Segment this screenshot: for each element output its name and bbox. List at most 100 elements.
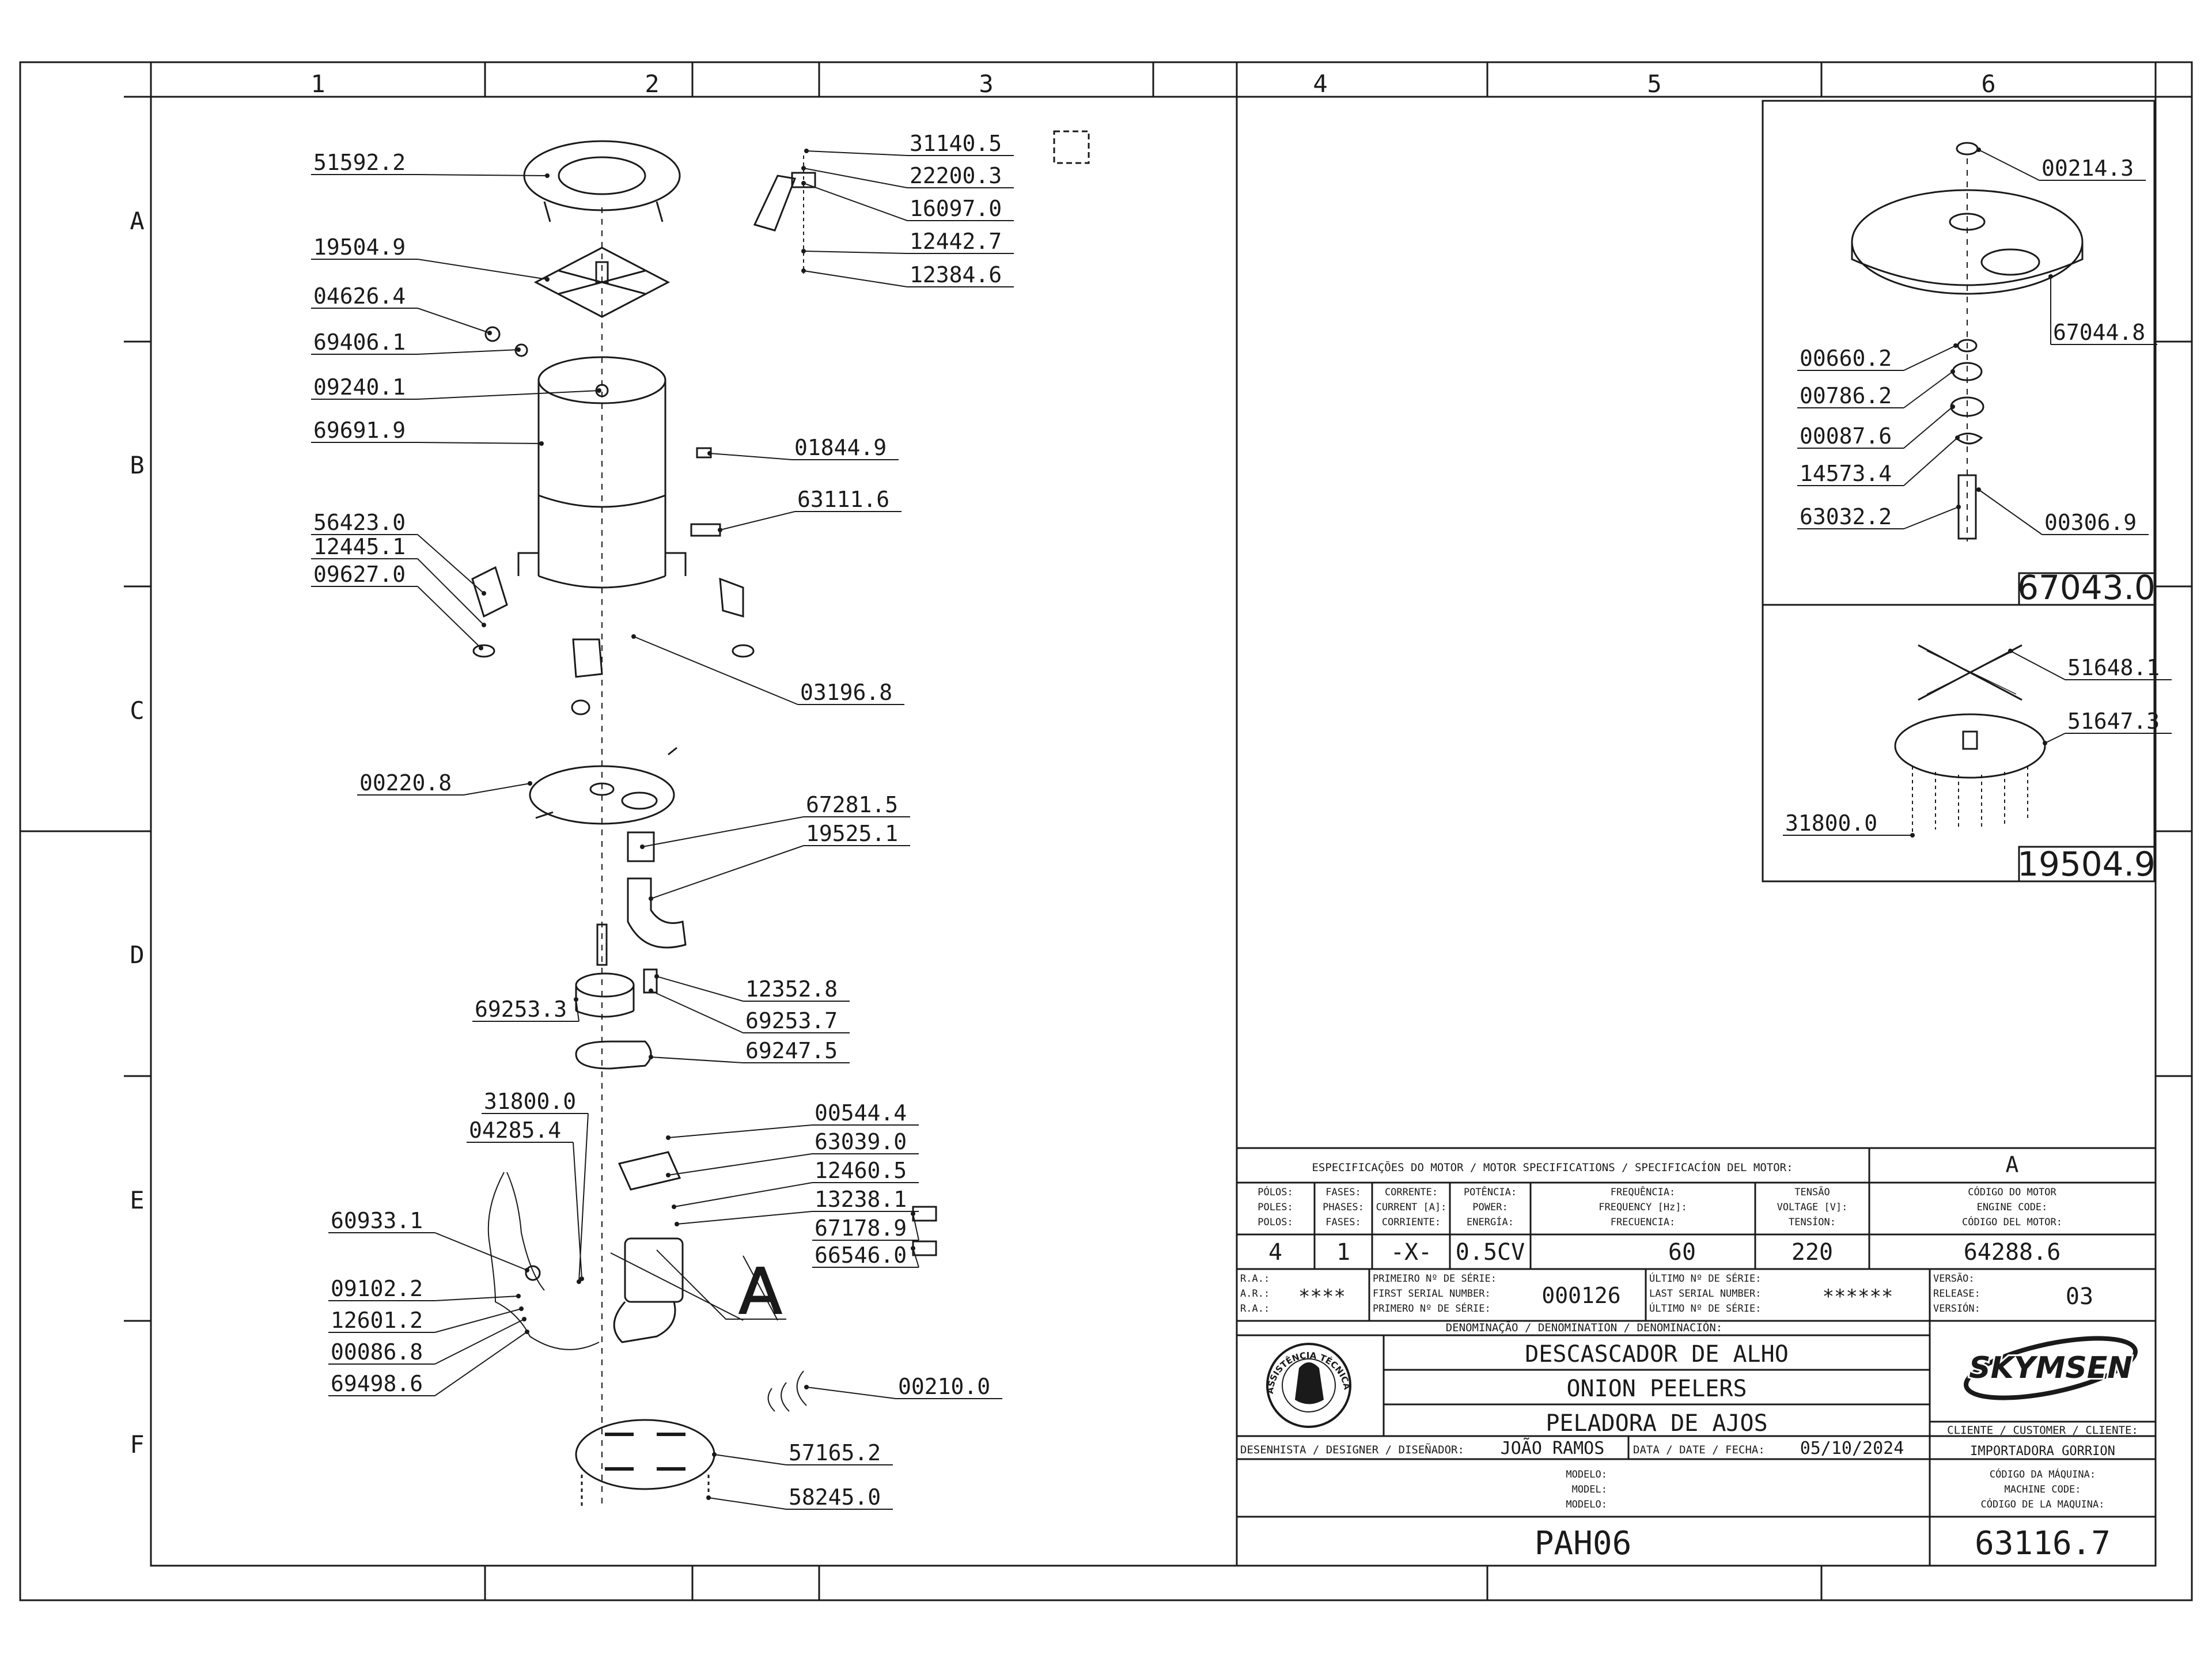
part-callout: 63111.6 bbox=[797, 487, 889, 512]
part-callout-leader-dot bbox=[545, 173, 550, 178]
part-callout-leader-dot bbox=[666, 1135, 671, 1140]
detail-b-callout-leader bbox=[2010, 650, 2066, 680]
version-value: 03 bbox=[2066, 1283, 2093, 1310]
detail-a-callout-leader-dot bbox=[1976, 487, 1981, 492]
part-callout-leader-dot bbox=[801, 181, 806, 185]
part-callout-leader bbox=[434, 1319, 525, 1365]
wire-part bbox=[506, 1172, 545, 1291]
part-callout-leader bbox=[434, 1331, 528, 1396]
lid-part bbox=[523, 140, 681, 222]
part-callout-leader bbox=[806, 150, 908, 156]
wire-harness-part bbox=[487, 1172, 600, 1350]
part-callout-leader bbox=[650, 990, 744, 1033]
denomination-header: DENOMINAÇÃO / DENOMINATION / DENOMINACIÓ… bbox=[1446, 1320, 1722, 1334]
part-callout-leader-dot bbox=[528, 781, 532, 786]
part-callout-leader-dot bbox=[479, 646, 483, 650]
designer-label: DESENHISTA / DESIGNER / DISEÑADOR: bbox=[1240, 1443, 1464, 1456]
part-callout: 00210.0 bbox=[898, 1374, 990, 1399]
part-callout-leader bbox=[803, 183, 908, 221]
bracket-part bbox=[572, 638, 603, 678]
date-value: 05/10/2024 bbox=[1800, 1438, 1904, 1459]
part-callout-leader-dot bbox=[911, 1211, 915, 1216]
part-callout: 22200.3 bbox=[910, 163, 1002, 188]
detail-a-callout-leader bbox=[1903, 506, 1959, 529]
detail-b-assembly-code: 19504.9 bbox=[2017, 844, 2156, 884]
part-callout: 31800.0 bbox=[484, 1089, 576, 1114]
part-callout: 56423.0 bbox=[313, 510, 406, 535]
part-callout-leader bbox=[650, 845, 804, 899]
part-callout: 69691.9 bbox=[313, 418, 406, 443]
part-callout: 03196.8 bbox=[800, 680, 892, 705]
engine-code-value: 64288.6 bbox=[1964, 1239, 2061, 1266]
part-callout-leader bbox=[417, 349, 519, 355]
part-callout: 69253.7 bbox=[745, 1008, 838, 1033]
part-callout: 51592.2 bbox=[313, 150, 406, 175]
part-callout-leader-dot bbox=[706, 1495, 711, 1500]
column-label: 1 bbox=[310, 70, 325, 98]
detail-a-callout: 00660.2 bbox=[1800, 346, 1892, 371]
detail-a-callout-leader bbox=[1903, 371, 1953, 408]
plate-part bbox=[529, 747, 677, 825]
product-name-en: ONION PEELERS bbox=[1566, 1376, 1747, 1402]
svg-text:ASSISTÊNCIA TÉCNICA AUTORIZADA: ASSISTÊNCIA TÉCNICA AUTORIZADA bbox=[0, 0, 1353, 1394]
belt-part bbox=[575, 1040, 652, 1070]
part-callout: 69253.3 bbox=[475, 997, 567, 1022]
detail-a-callout: 00214.3 bbox=[2041, 156, 2134, 181]
part-callout: 19504.9 bbox=[313, 234, 406, 260]
model-labels: MODELO:MODEL:MODELO: bbox=[1566, 1469, 1607, 1510]
part-callout-leader-dot bbox=[649, 988, 653, 993]
part-callout: 01844.9 bbox=[794, 435, 887, 460]
pulley-part bbox=[575, 972, 635, 1018]
authorized-service-seal: ASSISTÊNCIA TÉCNICA AUTORIZADA bbox=[0, 0, 1353, 1428]
part-callout-leader bbox=[642, 816, 804, 847]
designer-value: JOÃO RAMOS bbox=[1501, 1438, 1605, 1459]
part-callout: 12442.7 bbox=[910, 229, 1002, 254]
row-label: D bbox=[130, 941, 144, 969]
ra-value: **** bbox=[1298, 1285, 1346, 1308]
cross-plate-part bbox=[533, 247, 671, 318]
part-callout-leader-dot bbox=[911, 1246, 915, 1251]
detail-a-callout-leader bbox=[1903, 406, 1953, 449]
version-labels: VERSÃO:RELEASE:VERSIÓN: bbox=[1933, 1272, 1980, 1315]
part-callout-leader-dot bbox=[522, 1317, 527, 1321]
seal-text: ASSISTÊNCIA TÉCNICA AUTORIZADA bbox=[0, 0, 1353, 1394]
part-callout-leader bbox=[417, 174, 548, 176]
part-callout-leader bbox=[803, 270, 908, 287]
part-callout-leader-dot bbox=[712, 1452, 717, 1457]
part-callout-leader bbox=[633, 636, 798, 705]
current-header: CORRENTE:CURRENT [A]:CORRIENTE: bbox=[1376, 1187, 1447, 1228]
part-callout: 00220.8 bbox=[359, 770, 452, 796]
product-name-es: PELADORA DE AJOS bbox=[1546, 1410, 1767, 1437]
part-callout-leader bbox=[709, 453, 793, 460]
last-serial-value: ****** bbox=[1823, 1285, 1893, 1308]
phases-header: FASES:PHASES:FASES: bbox=[1323, 1187, 1364, 1228]
elbow-part bbox=[627, 877, 687, 949]
product-name-pt: DESCASCADOR DE ALHO bbox=[1525, 1341, 1789, 1368]
part-callout-leader-dot bbox=[649, 1055, 653, 1059]
part-callout: 12384.6 bbox=[910, 262, 1002, 287]
part-callout-leader-dot bbox=[672, 1205, 676, 1209]
poles-value: 4 bbox=[1268, 1239, 1282, 1266]
part-callout: 67281.5 bbox=[806, 792, 898, 817]
part-callout-leader bbox=[417, 390, 600, 400]
part-callout-leader-dot bbox=[649, 896, 653, 901]
part-callout: 09102.2 bbox=[331, 1276, 423, 1301]
shaft-part bbox=[596, 923, 608, 966]
date-label: DATA / DATE / FECHA: bbox=[1633, 1444, 1765, 1456]
label-part bbox=[690, 523, 721, 537]
part-callout-leader bbox=[575, 999, 579, 1022]
part-callout-leader bbox=[417, 442, 542, 444]
part-callout: 12601.2 bbox=[331, 1308, 423, 1333]
part-callout: 19525.1 bbox=[806, 821, 898, 846]
part-callout: 60933.1 bbox=[331, 1208, 423, 1233]
part-callout-leader bbox=[719, 511, 796, 531]
column-labels: 1 2 3 4 5 6 bbox=[310, 70, 1995, 98]
detail-b-callout-leader-dot bbox=[1910, 833, 1915, 838]
brand-logo: SKYMSEN bbox=[1964, 1336, 2138, 1400]
detail-b-callout: 51648.1 bbox=[2067, 655, 2160, 680]
foot-brackets bbox=[471, 552, 755, 658]
part-callout: 69247.5 bbox=[745, 1038, 838, 1063]
part-callout: 00086.8 bbox=[331, 1339, 423, 1365]
detail-a-callout: 67044.8 bbox=[2053, 320, 2145, 345]
